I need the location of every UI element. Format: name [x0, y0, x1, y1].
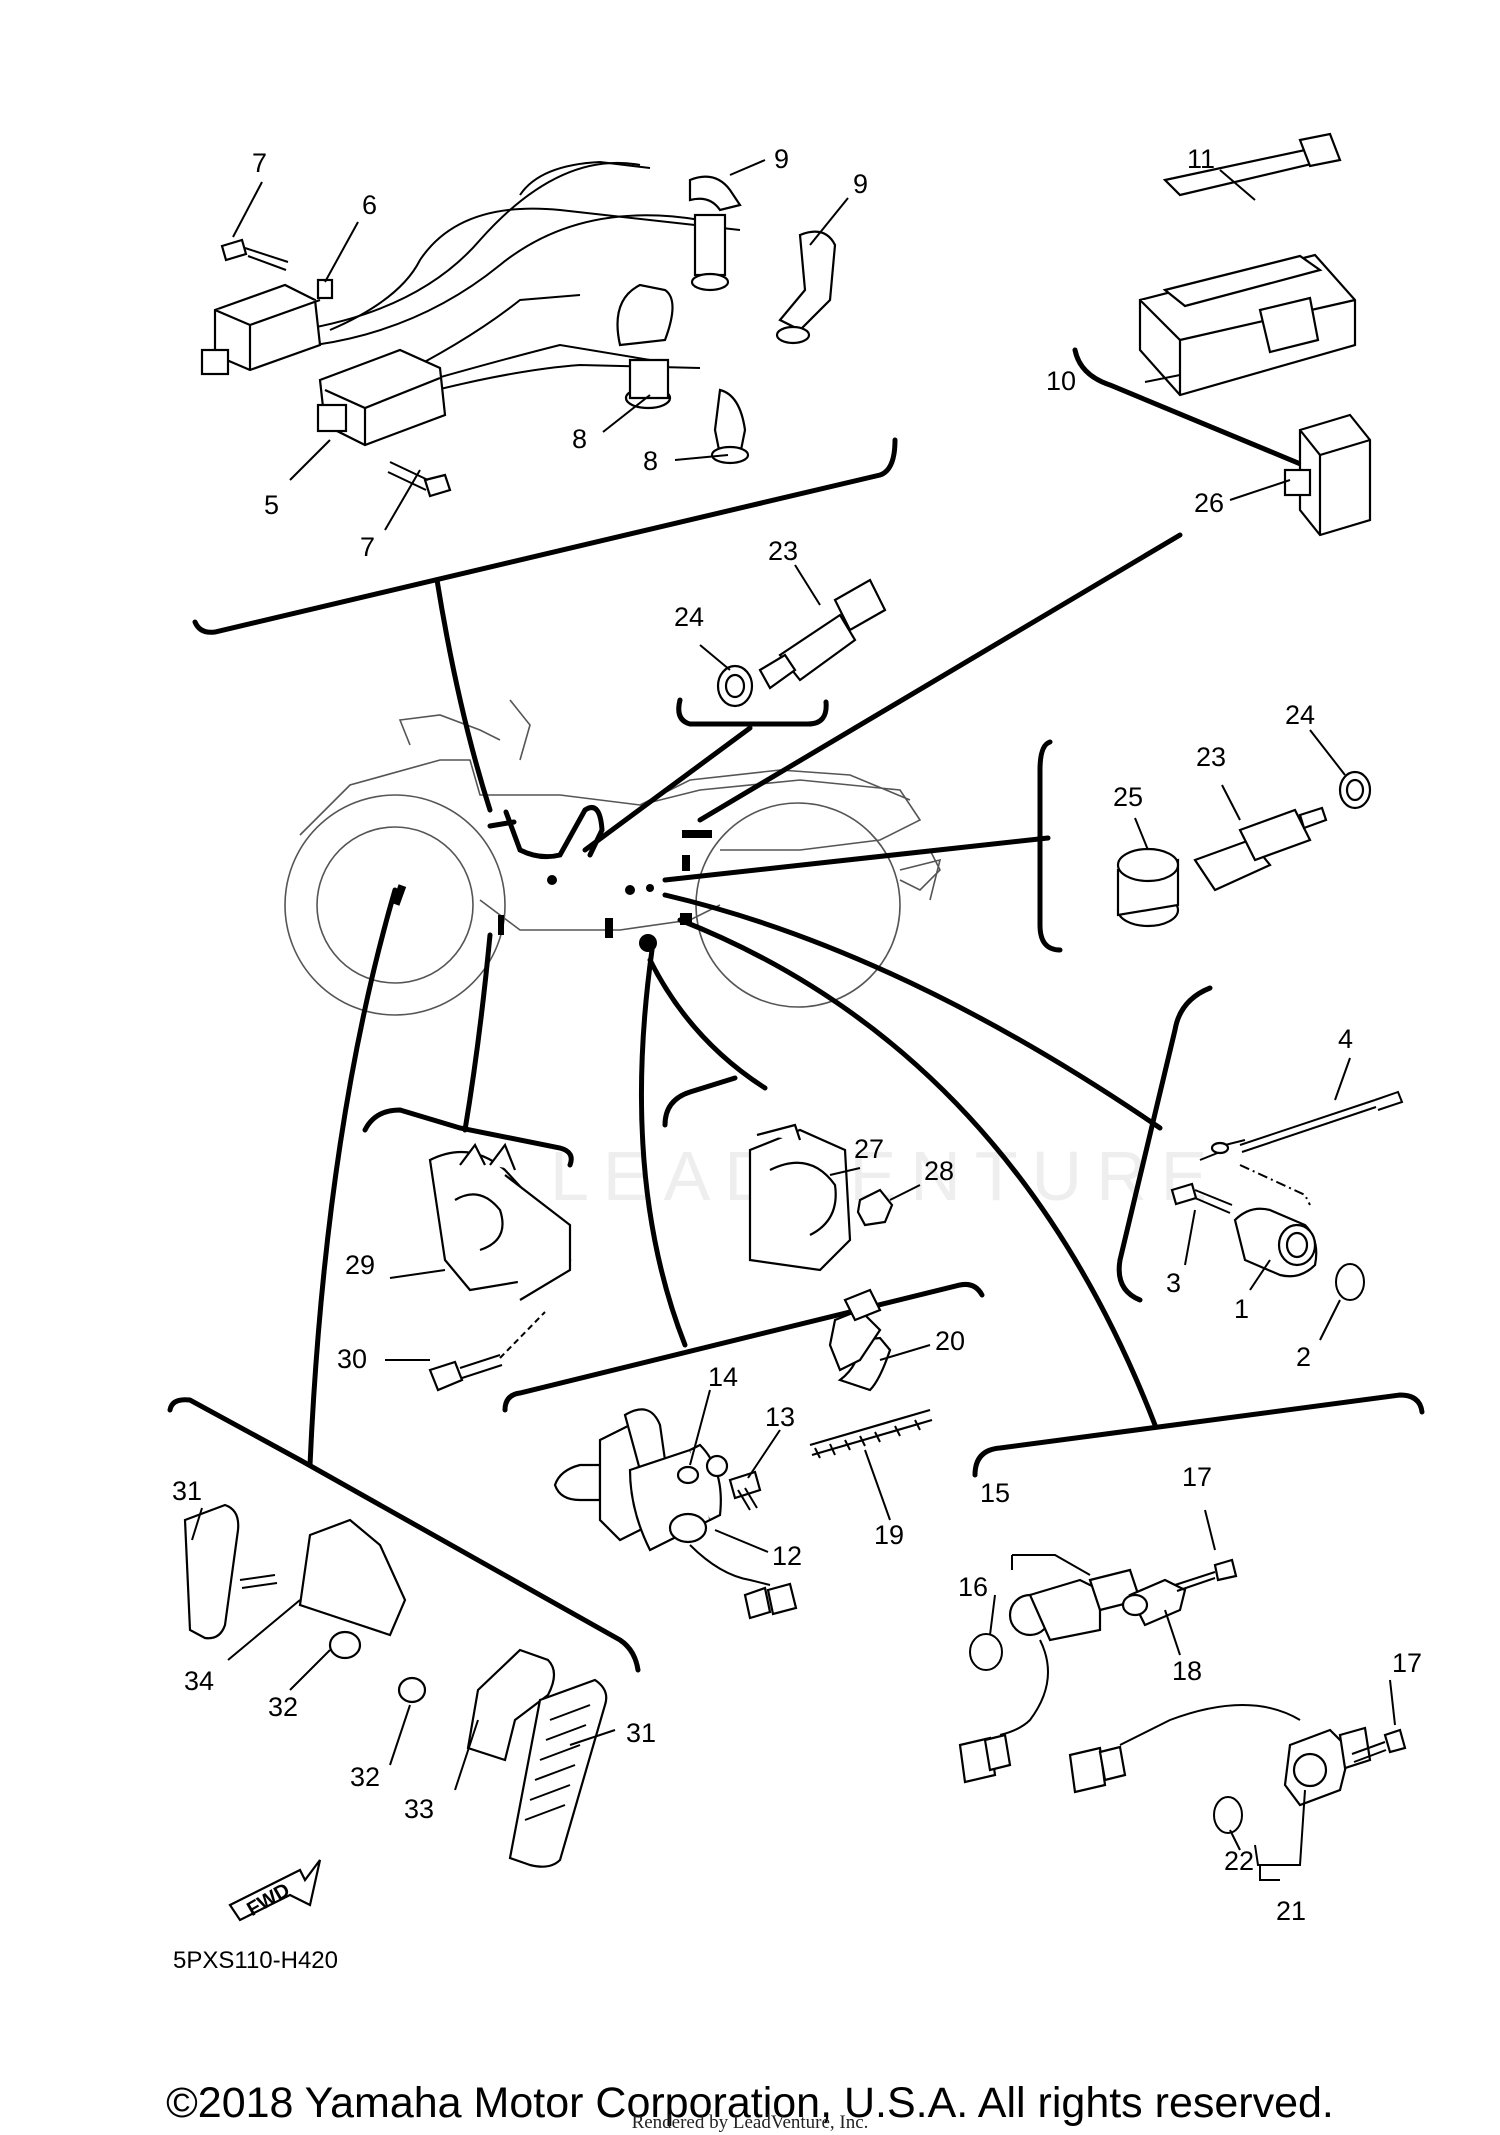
- callout-7: 7: [360, 532, 375, 562]
- callout-24: 24: [1285, 700, 1315, 730]
- callout-18: 18: [1172, 1656, 1202, 1686]
- ignition-coil-group: [200, 160, 837, 498]
- ecu-group: [1138, 132, 1372, 537]
- callout-19: 19: [874, 1520, 904, 1550]
- callout-22: 22: [1224, 1846, 1254, 1876]
- section-brackets: [167, 347, 1425, 1673]
- callout-31: 31: [172, 1476, 202, 1506]
- callout-25: 25: [1113, 782, 1143, 812]
- callout-23: 23: [1196, 742, 1226, 772]
- motorcycle-outline: [284, 699, 942, 1016]
- callout-26: 26: [1194, 488, 1224, 518]
- callout-17: 17: [1182, 1462, 1212, 1492]
- callout-leaders: [191, 159, 1396, 1881]
- callout-32: 32: [268, 1692, 298, 1722]
- callout-13: 13: [765, 1402, 795, 1432]
- callout-14: 14: [708, 1362, 738, 1392]
- callout-7: 7: [252, 148, 267, 178]
- callout-27: 27: [854, 1134, 884, 1164]
- callout-9: 9: [853, 169, 868, 199]
- rendered-by-credit: Rendered by LeadVenture, Inc.: [631, 2112, 869, 2133]
- callout-8: 8: [643, 446, 658, 476]
- callout-6: 6: [362, 190, 377, 220]
- callout-5: 5: [264, 490, 279, 520]
- callout-20: 20: [935, 1326, 965, 1356]
- callout-8: 8: [572, 424, 587, 454]
- callout-4: 4: [1338, 1024, 1353, 1054]
- horn-29-group: [428, 1142, 572, 1392]
- horn-27-group: [748, 1123, 894, 1272]
- callout-21: 21: [1276, 1896, 1306, 1926]
- callout-16: 16: [958, 1572, 988, 1602]
- actuator-group: [553, 1288, 933, 1620]
- callout-15: 15: [980, 1478, 1010, 1508]
- callout-12: 12: [772, 1541, 802, 1571]
- sensor-cable-group: [1170, 1090, 1404, 1301]
- callout-3: 3: [1166, 1268, 1181, 1298]
- callouts: 7 6 5 7 8 8 9 9 10 11 26 23 24 24 23 25 …: [172, 144, 1422, 1926]
- speed-sensor-group: [958, 1558, 1407, 1834]
- diagram-code: 5PXS110-H420: [173, 1947, 338, 1974]
- sensor-right-group: [1116, 770, 1372, 928]
- callout-33: 33: [404, 1794, 434, 1824]
- sensor-top-group: [716, 578, 887, 708]
- leader-lines: [307, 532, 1183, 1468]
- callout-28: 28: [924, 1156, 954, 1186]
- callout-10: 10: [1046, 366, 1076, 396]
- callout-24: 24: [674, 602, 704, 632]
- callout-9: 9: [774, 144, 789, 174]
- callout-17: 17: [1392, 1648, 1422, 1678]
- callout-11: 11: [1187, 144, 1215, 174]
- callout-30: 30: [337, 1344, 367, 1374]
- footrest-group: FWD: [183, 1503, 608, 1922]
- callout-34: 34: [184, 1666, 214, 1696]
- copyright-notice: ©2018 Yamaha Motor Corporation, U.S.A. A…: [166, 2079, 1334, 2127]
- callout-32: 32: [350, 1762, 380, 1792]
- callout-29: 29: [345, 1250, 375, 1280]
- callout-1: 1: [1234, 1294, 1249, 1324]
- callout-2: 2: [1296, 1342, 1311, 1372]
- callout-31: 31: [626, 1718, 656, 1748]
- callout-23: 23: [768, 536, 798, 566]
